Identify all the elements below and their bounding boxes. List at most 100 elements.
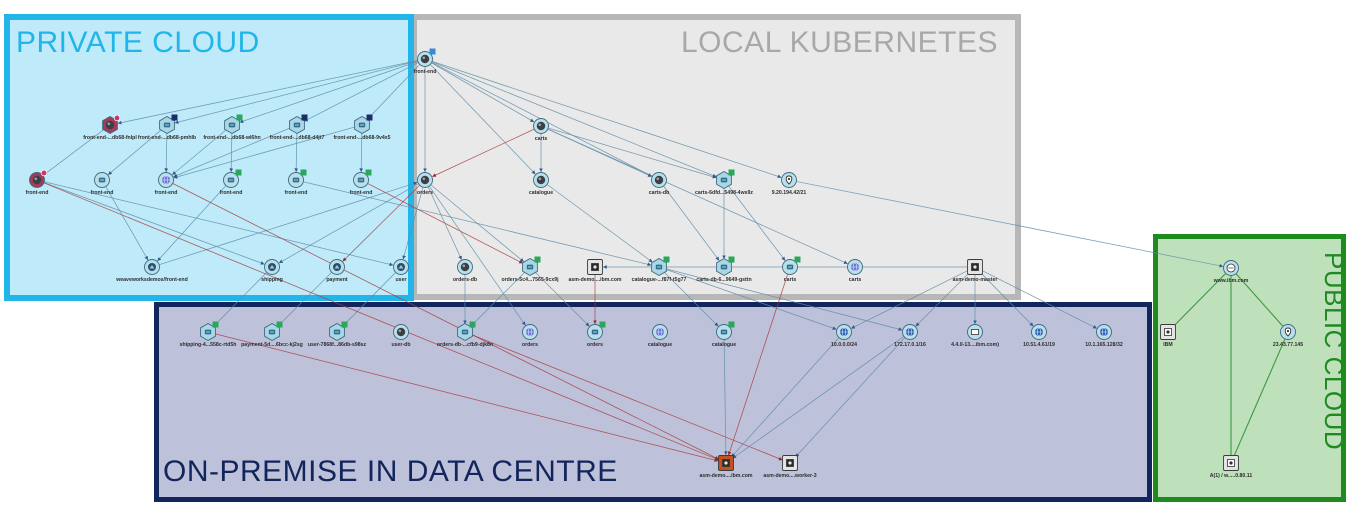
edge-n17-n29 — [548, 128, 848, 265]
node-n7[interactable]: front-end — [26, 169, 49, 196]
node-n30[interactable]: asm-demo-master — [953, 259, 998, 284]
node-n39[interactable]: catalogue — [712, 321, 736, 349]
node-n37[interactable]: orders — [587, 321, 606, 349]
service-icon — [357, 177, 365, 183]
node-label: A(1) / w.....0.80.11 — [1210, 473, 1253, 479]
edge-n9-n45 — [172, 183, 720, 460]
node-n15[interactable]: payment — [326, 259, 348, 284]
node-n14[interactable]: shipping — [261, 259, 283, 284]
node-n24[interactable]: orders-5c4...7565-9cx9j — [501, 256, 559, 284]
node-n46[interactable]: asm-demo....worker-3 — [763, 455, 817, 480]
server-icon — [971, 263, 979, 271]
node-n31[interactable]: shipping-4...558c-rtd5h — [180, 321, 237, 349]
edge-n1-n22 — [432, 61, 782, 179]
node-n6[interactable]: front-end-...db68-9v4x5 — [333, 114, 391, 142]
edge-n17-n21 — [548, 127, 717, 179]
node-n29[interactable]: carts — [847, 259, 863, 284]
node-label: 10.1.165.128/32 — [1085, 342, 1123, 348]
node-n49[interactable]: 23.43.77.145 — [1273, 324, 1303, 349]
node-label: asm-demo....worker-3 — [763, 473, 816, 479]
edge-n1-n17 — [431, 62, 535, 123]
node-label: catalogue — [648, 342, 672, 348]
node-n17[interactable]: carts — [533, 118, 549, 143]
node-n34[interactable]: user-db — [391, 324, 411, 349]
node-label: catalogue — [712, 342, 736, 348]
node-label: www.ibm.com — [1213, 278, 1249, 284]
node-n4[interactable]: front-end-...db68-wl6hn — [203, 114, 261, 142]
node-n36[interactable]: orders — [522, 324, 538, 349]
node-label: carts — [784, 277, 797, 283]
node-label: payment — [326, 277, 348, 283]
node-n47[interactable]: www.ibm.com — [1213, 260, 1249, 285]
edge-n8-n13 — [105, 186, 149, 261]
node-n41[interactable]: 172.17.0.1/16 — [894, 324, 926, 349]
edge-n31-n45 — [215, 333, 719, 462]
node-n18[interactable]: orders — [417, 172, 433, 197]
node-label: shipping-4...558c-rtd5h — [180, 342, 237, 348]
node-n44[interactable]: 10.1.165.128/32 — [1085, 324, 1123, 349]
dark-ball-icon — [396, 327, 406, 337]
status-badge — [300, 169, 307, 176]
node-n33[interactable]: user-7868f...86db-s98sz — [308, 321, 367, 349]
node-n38[interactable]: catalogue — [648, 324, 672, 349]
node-n40[interactable]: 10.0.0.0/24 — [831, 324, 857, 349]
node-n10[interactable]: front-end — [220, 169, 243, 197]
status-badge — [171, 114, 178, 121]
node-n5[interactable]: front-end-...db68-d4jt7 — [270, 114, 325, 142]
node-n2[interactable]: front-end-...db68-fnlpl — [83, 114, 137, 141]
status-badge — [212, 321, 219, 328]
node-label: asm-demo....ibm.com — [699, 473, 752, 479]
node-n22[interactable]: 9.20.194.42/21 — [772, 172, 807, 197]
status-badge — [469, 321, 476, 328]
image-icon — [148, 263, 156, 271]
node-n8[interactable]: front-end — [91, 172, 114, 197]
node-n48[interactable]: IBM — [1160, 324, 1176, 349]
status-badge — [728, 169, 735, 176]
node-n3[interactable]: front-end-...db68-pmhlb — [138, 114, 196, 142]
node-n23[interactable]: orders-db — [453, 259, 477, 284]
node-label: orders — [587, 342, 603, 348]
edge-n39-n45 — [723, 339, 728, 456]
node-n13[interactable]: weaveworksdemos/front-end — [115, 259, 188, 284]
node-n32[interactable]: payment-5d....6bcc-kj2sg — [241, 321, 303, 349]
node-label: catalogue-...f87f-t5g77 — [632, 277, 687, 283]
edge-n18-n14 — [278, 183, 419, 264]
node-n26[interactable]: catalogue-...f87f-t5g77 — [632, 256, 687, 284]
record-icon — [1227, 459, 1235, 467]
status-badge — [728, 256, 735, 263]
node-n25[interactable]: asm-demo....ibm.com — [568, 259, 622, 284]
node-label: orders-db-...cfb9-djk8n — [437, 342, 493, 348]
node-label: 4.4.0-13....ibm.com) — [951, 342, 999, 348]
node-n43[interactable]: 10.51.4.61/19 — [1023, 324, 1055, 349]
image-icon — [397, 263, 405, 271]
node-label: front-end — [350, 190, 373, 196]
service-icon — [98, 177, 106, 183]
edge-n1-n6 — [367, 64, 420, 120]
node-n42[interactable]: 4.4.0-13....ibm.com) — [951, 324, 999, 349]
node-n50[interactable]: A(1) / w.....0.80.11 — [1210, 455, 1253, 480]
pod-icon — [720, 264, 728, 270]
node-n20[interactable]: carts-db — [649, 172, 669, 197]
network-icon — [1035, 327, 1043, 337]
node-n19[interactable]: catalogue — [529, 172, 553, 197]
node-label: carts — [535, 136, 548, 142]
node-n11[interactable]: front-end — [285, 169, 308, 197]
edge-n14-n31 — [213, 272, 267, 327]
edge-n16-n33 — [342, 272, 396, 327]
alert-badge — [113, 114, 121, 122]
node-n12[interactable]: front-end — [350, 169, 373, 197]
node-n27[interactable]: carts-db-6...9649-gsttn — [696, 256, 752, 284]
node-n21[interactable]: carts-6dfd...5498-4ws9z — [695, 169, 753, 197]
node-n16[interactable]: user — [393, 259, 409, 284]
node-n28[interactable]: carts — [782, 256, 801, 284]
node-label: carts — [849, 277, 862, 283]
pin-icon — [785, 175, 793, 185]
node-n35[interactable]: orders-db-...cfb9-djk8n — [437, 321, 493, 349]
node-n9[interactable]: front-end — [155, 172, 178, 197]
node-n1[interactable]: front-end — [414, 48, 437, 76]
image-icon — [268, 263, 276, 271]
node-label: front-end-...db68-fnlpl — [83, 135, 137, 141]
node-n45[interactable]: asm-demo....ibm.com — [699, 455, 753, 480]
node-label: front-end — [285, 190, 308, 196]
